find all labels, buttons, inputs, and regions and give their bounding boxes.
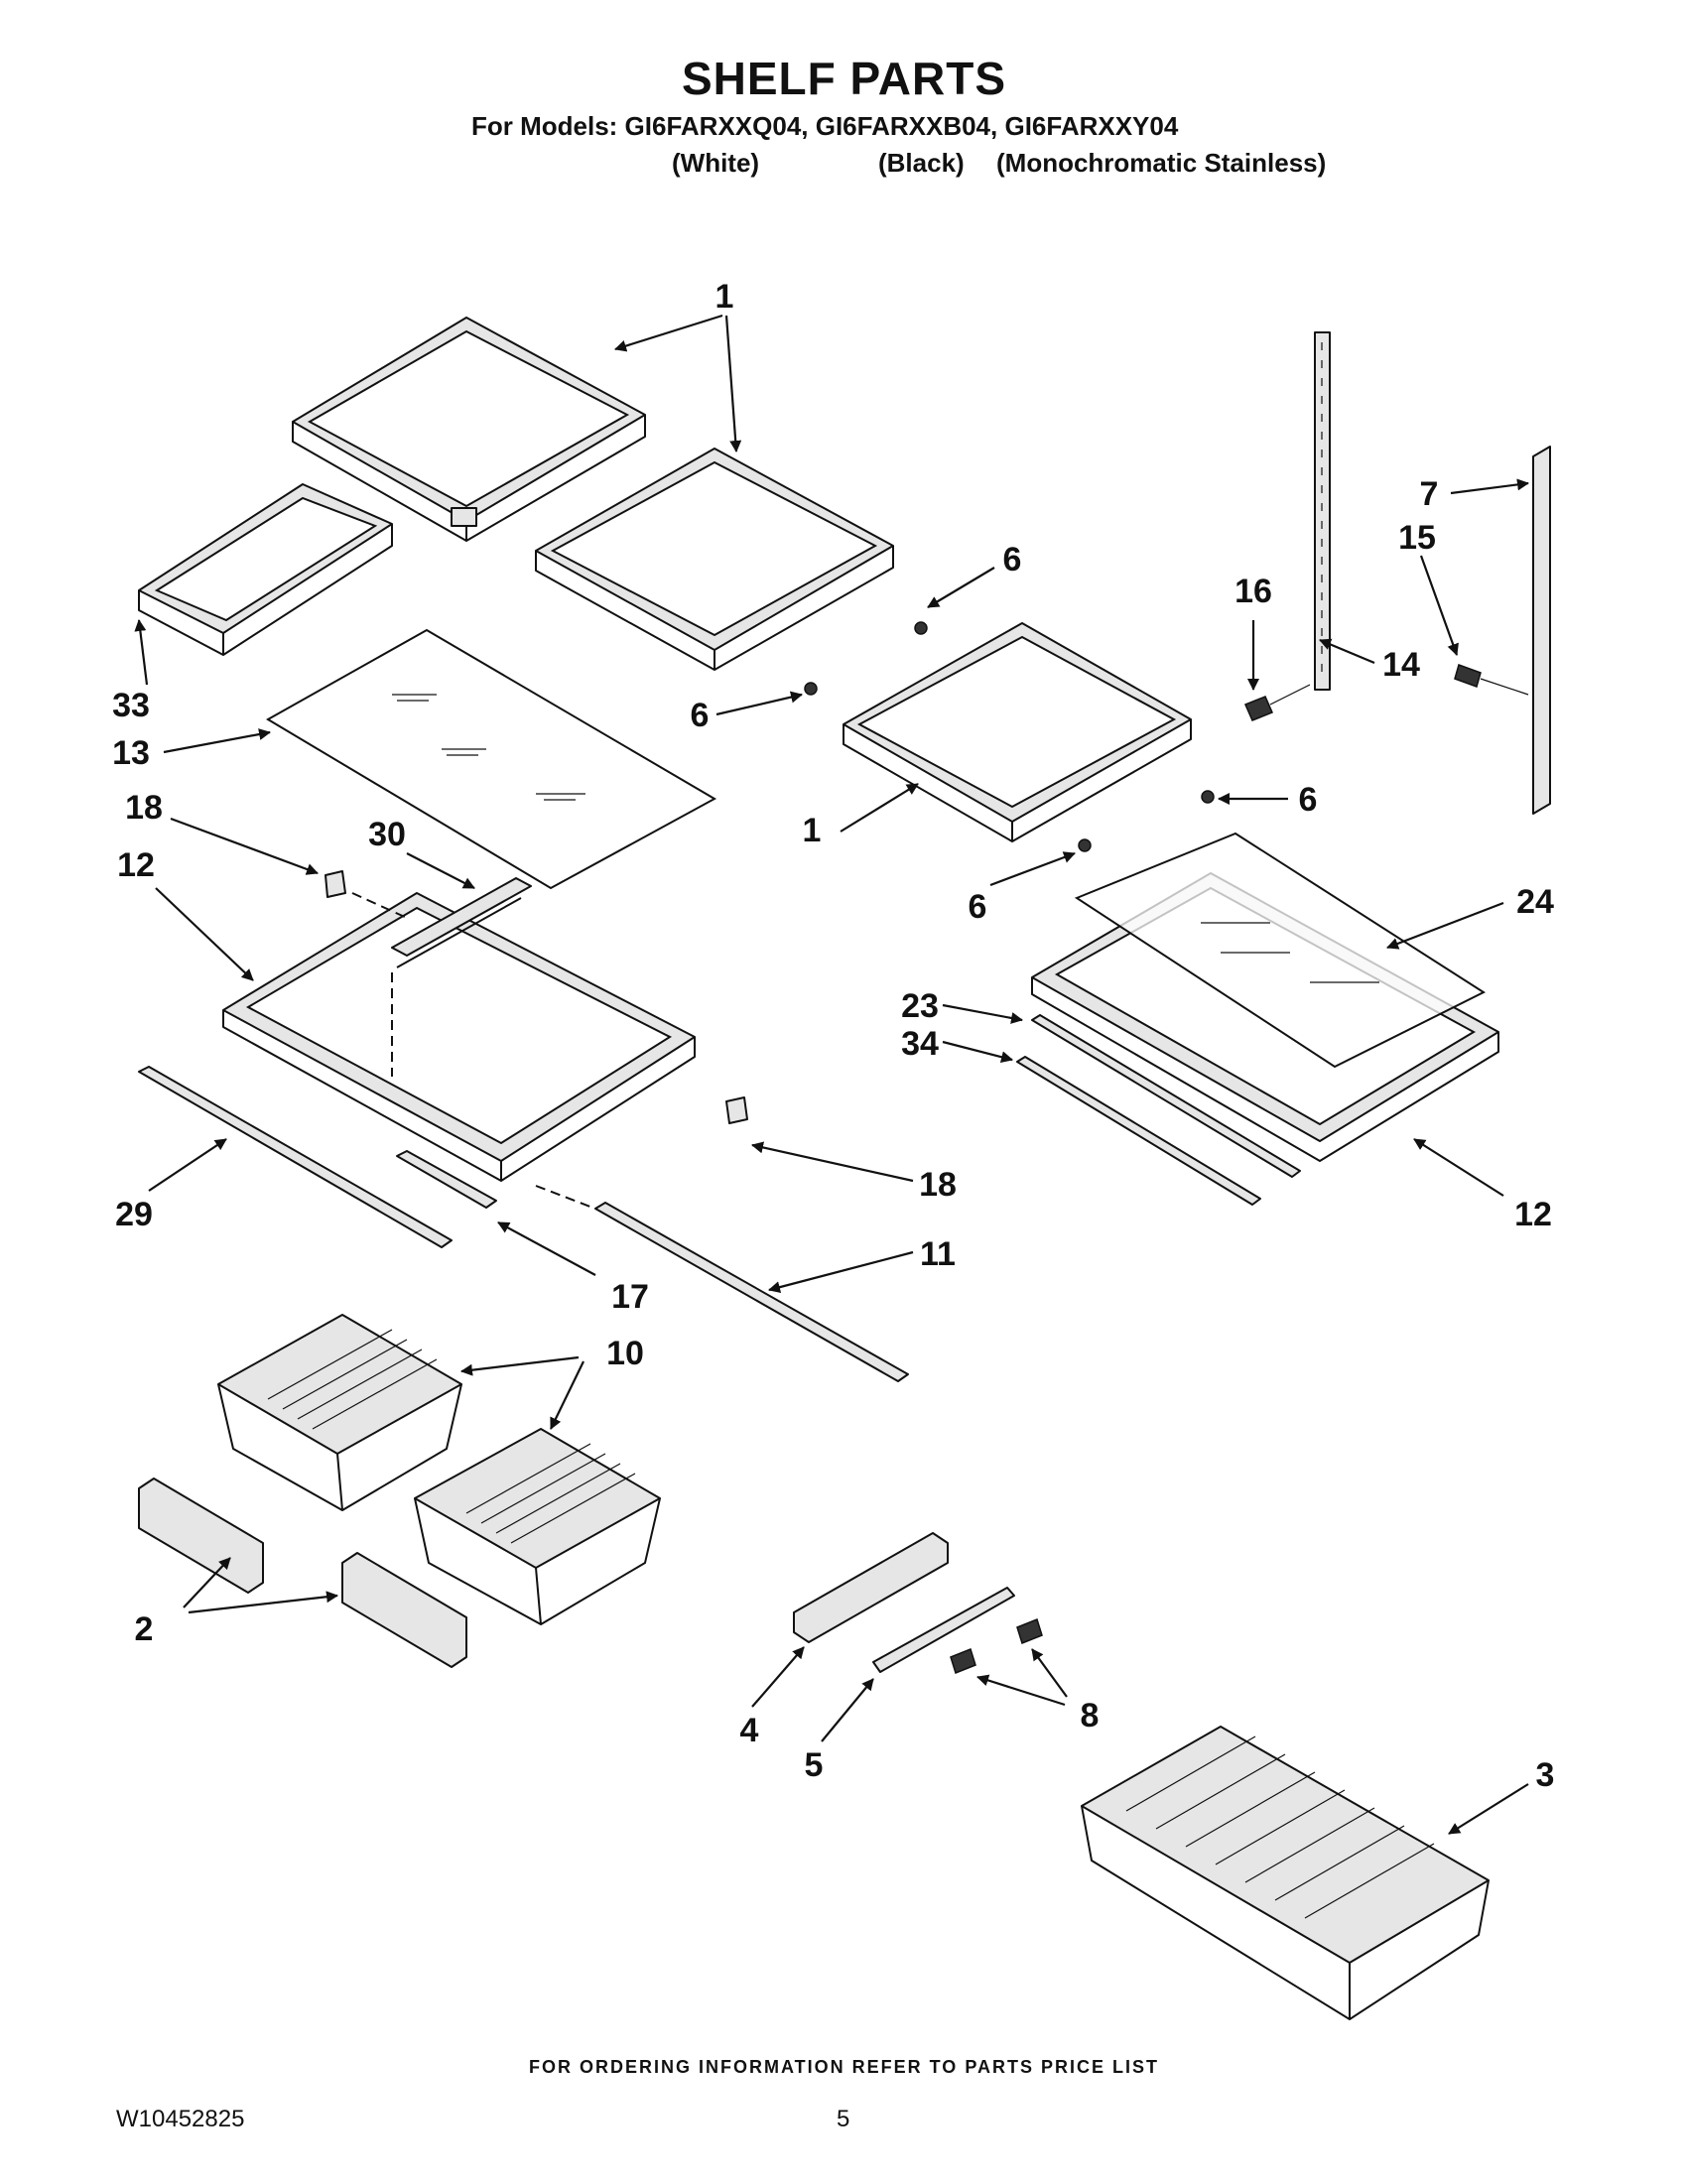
- shelf-part-1c: [804, 621, 1215, 852]
- callout-23: 23: [901, 987, 939, 1025]
- shelf-part-1b: [535, 448, 894, 671]
- handle-part-2b: [341, 1552, 467, 1668]
- callout-6-left: 6: [691, 697, 710, 734]
- trim-part-23: [1031, 1014, 1301, 1178]
- callout-3: 3: [1536, 1756, 1555, 1794]
- clip-part-18-left: [325, 870, 346, 898]
- slide-part-30: [391, 877, 532, 968]
- bracket-part-17: [396, 1150, 497, 1209]
- callout-18-left: 18: [125, 789, 163, 827]
- ordering-note: FOR ORDERING INFORMATION REFER TO PARTS …: [528, 2057, 1159, 2077]
- callout-6-top: 6: [1003, 541, 1022, 578]
- callout-4: 4: [740, 1712, 759, 1749]
- page-title: SHELF PARTS: [681, 53, 1007, 104]
- callout-1-small: 1: [803, 812, 822, 849]
- shelf-rail-part-7: [1532, 446, 1551, 815]
- crisper-drawer-part-10a: [217, 1314, 462, 1511]
- callout-8: 8: [1081, 1697, 1100, 1734]
- callout-29: 29: [115, 1196, 153, 1233]
- handle-part-2a: [138, 1477, 264, 1594]
- callout-12-left: 12: [117, 846, 155, 884]
- callout-13: 13: [112, 734, 150, 772]
- callout-1-top: 1: [715, 278, 734, 316]
- slide-part-4: [793, 1532, 949, 1643]
- callout-2: 2: [135, 1610, 154, 1648]
- callout-6-right: 6: [1299, 781, 1318, 819]
- callout-16: 16: [1234, 573, 1272, 610]
- models-line: For Models: GI6FARXXQ04, GI6FARXXB04, GI…: [471, 111, 1179, 141]
- callout-24: 24: [1516, 883, 1554, 921]
- shelf-part-33: [138, 483, 393, 656]
- variant-white: (White): [672, 148, 760, 178]
- callout-14: 14: [1382, 646, 1420, 684]
- callout-7: 7: [1420, 475, 1439, 513]
- callout-34: 34: [901, 1025, 939, 1063]
- trim-part-11: [594, 1202, 909, 1382]
- trim-part-34: [1016, 1056, 1261, 1206]
- shelf-frame-part-12-left: [222, 892, 696, 1182]
- callout-12-right: 12: [1514, 1196, 1552, 1233]
- variant-stainless: (Monochromatic Stainless): [996, 148, 1327, 178]
- callout-15: 15: [1398, 519, 1436, 557]
- crisper-drawer-part-10b: [414, 1428, 661, 1625]
- callout-33: 33: [112, 687, 150, 724]
- glass-shelf-part-13: [266, 628, 717, 890]
- shelf-rail-part-14: [1314, 331, 1331, 691]
- leader-lines: [134, 314, 1529, 1835]
- glass-shelf-part-24: [1074, 832, 1487, 1069]
- clip-part-18-right: [725, 1096, 748, 1124]
- callout-11: 11: [920, 1235, 956, 1273]
- slide-part-5: [872, 1587, 1015, 1673]
- trim-part-29: [138, 1066, 453, 1248]
- callout-18-right: 18: [919, 1166, 957, 1204]
- screw-part-8: [950, 1618, 1043, 1674]
- screw-part-15: [1454, 664, 1529, 696]
- callout-10: 10: [606, 1335, 644, 1372]
- page-number: 5: [837, 2106, 850, 2132]
- shelf-part-1a: [292, 317, 646, 542]
- callout-6-bottom: 6: [969, 888, 987, 926]
- deli-drawer-part-3: [1081, 1726, 1490, 2020]
- callout-17: 17: [611, 1278, 649, 1316]
- variant-black: (Black): [878, 148, 965, 178]
- callout-30: 30: [368, 816, 406, 853]
- screw-part-16: [1244, 684, 1311, 721]
- document-number: W10452825: [116, 2106, 245, 2132]
- callout-5: 5: [805, 1746, 824, 1784]
